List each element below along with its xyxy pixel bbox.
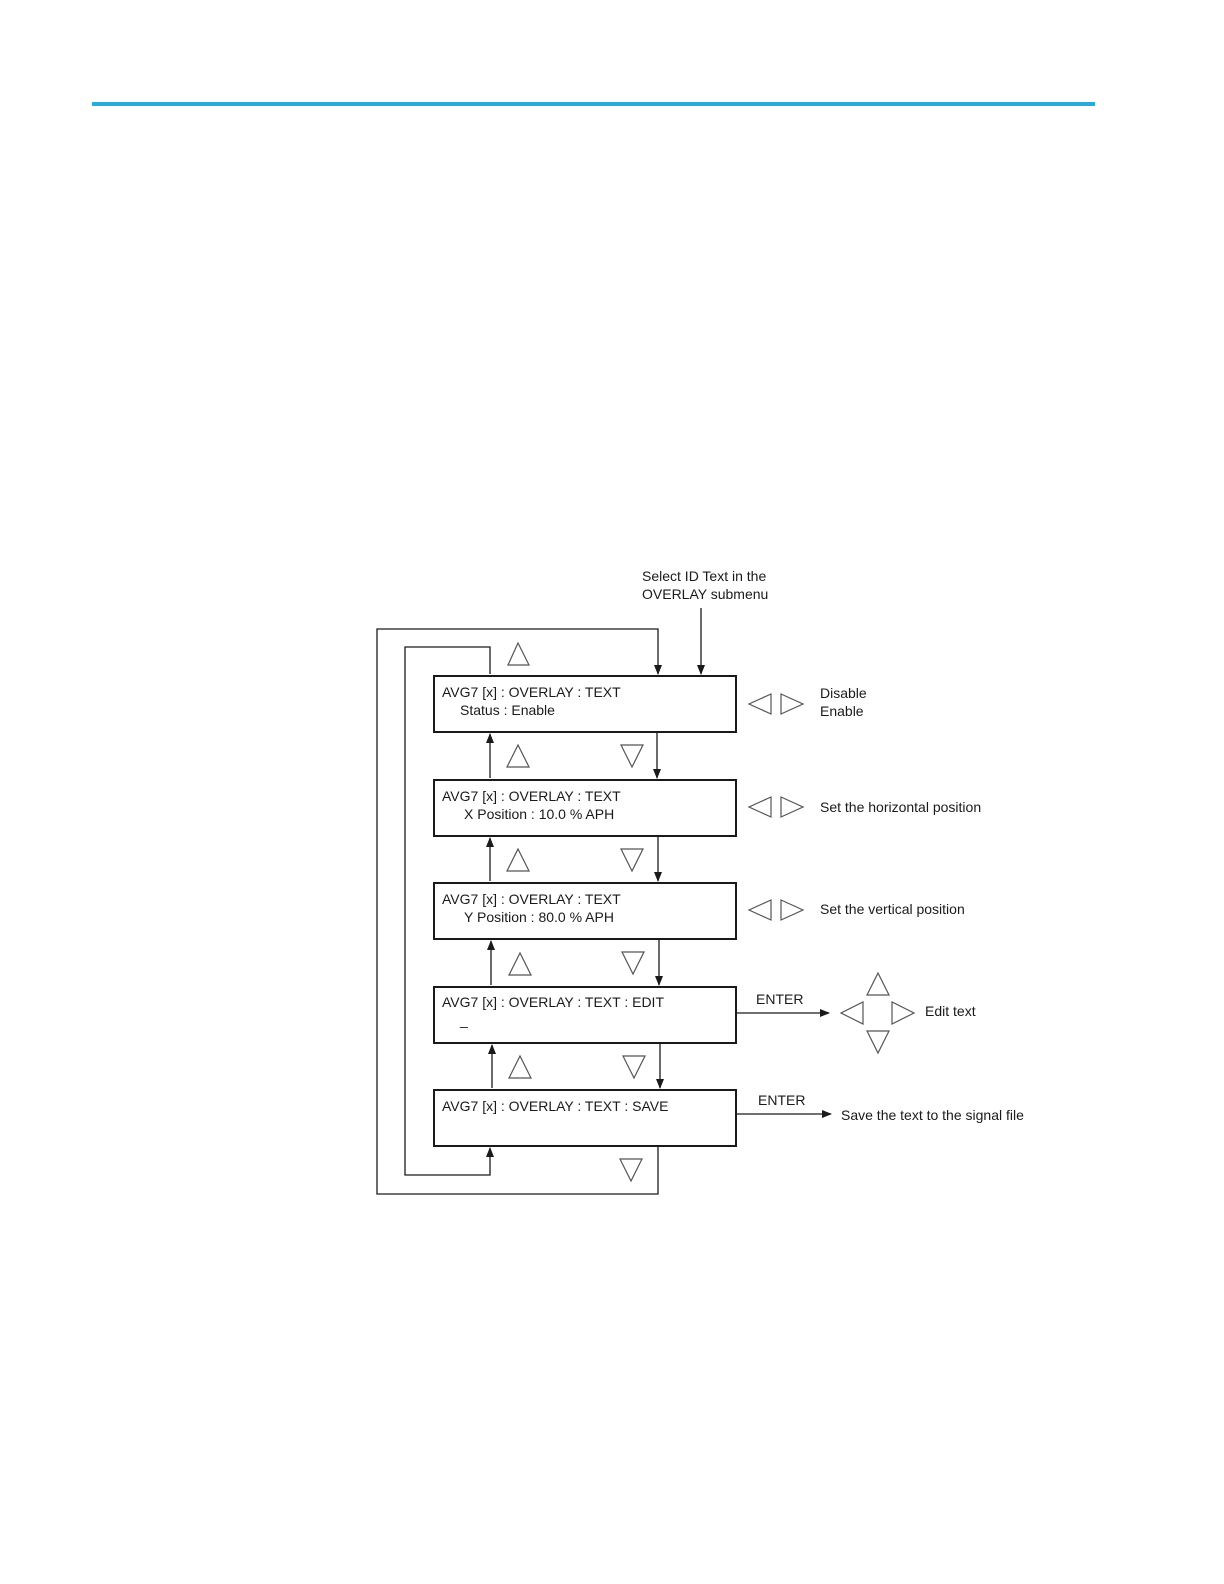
- status-option-enable: Enable: [820, 703, 864, 719]
- outer-loop-line: [376, 628, 662, 1195]
- screen-save-box: [433, 1089, 737, 1147]
- y-position-note: Set the vertical position: [820, 901, 965, 917]
- up-arrow-button-icon: [507, 641, 530, 666]
- down-arrow-button-icon: [621, 951, 645, 976]
- down-arrow-button-icon: [866, 1030, 890, 1055]
- screen-x-position-value: X Position : 10.0 % APH: [464, 806, 614, 822]
- right-arrow-button-icon: [780, 693, 805, 715]
- x-position-note: Set the horizontal position: [820, 799, 981, 815]
- left-arrow-button-icon: [747, 796, 772, 818]
- screen-status-value: Status : Enable: [460, 702, 555, 718]
- down-arrow-button-icon: [619, 1158, 643, 1183]
- up-arrow-button-icon: [506, 743, 530, 768]
- screen-y-position-box: [433, 882, 737, 940]
- save-text-note: Save the text to the signal file: [841, 1107, 1024, 1123]
- screen-edit-box: [433, 986, 737, 1044]
- inner-loop-line: [404, 646, 494, 1176]
- screen-status-box: [433, 675, 737, 733]
- edit-text-note: Edit text: [925, 1003, 976, 1019]
- down-arrow-button-icon: [622, 1055, 646, 1080]
- edit-enter-label: ENTER: [756, 991, 803, 1007]
- down-arrow-button-icon: [620, 744, 644, 769]
- screen-y-position-title: AVG7 [x] : OVERLAY : TEXT: [442, 891, 621, 907]
- right-arrow-button-icon: [780, 796, 805, 818]
- screen-edit-title: AVG7 [x] : OVERLAY : TEXT : EDIT: [442, 994, 664, 1010]
- save-enter-label: ENTER: [758, 1092, 805, 1108]
- entry-note-line1: Select ID Text in the: [642, 568, 766, 584]
- left-arrow-button-icon: [747, 899, 772, 921]
- left-arrow-button-icon: [747, 693, 772, 715]
- screen-status-title: AVG7 [x] : OVERLAY : TEXT: [442, 684, 621, 700]
- screen-y-position-value: Y Position : 80.0 % APH: [464, 909, 614, 925]
- up-arrow-button-icon: [866, 971, 890, 996]
- up-arrow-button-icon: [508, 1054, 532, 1079]
- down-arrow-button-icon: [620, 848, 644, 873]
- header-rule: [92, 102, 1095, 106]
- left-arrow-button-icon: [839, 1001, 864, 1025]
- up-arrow-button-icon: [508, 951, 532, 976]
- screen-save-title: AVG7 [x] : OVERLAY : TEXT : SAVE: [442, 1098, 668, 1114]
- right-arrow-button-icon: [780, 899, 805, 921]
- screen-x-position-box: [433, 779, 737, 837]
- status-option-disable: Disable: [820, 685, 867, 701]
- screen-edit-value: _: [459, 1012, 468, 1028]
- entry-note-line2: OVERLAY submenu: [642, 586, 768, 602]
- screen-x-position-title: AVG7 [x] : OVERLAY : TEXT: [442, 788, 621, 804]
- up-arrow-button-icon: [506, 847, 530, 872]
- right-arrow-button-icon: [891, 1001, 916, 1025]
